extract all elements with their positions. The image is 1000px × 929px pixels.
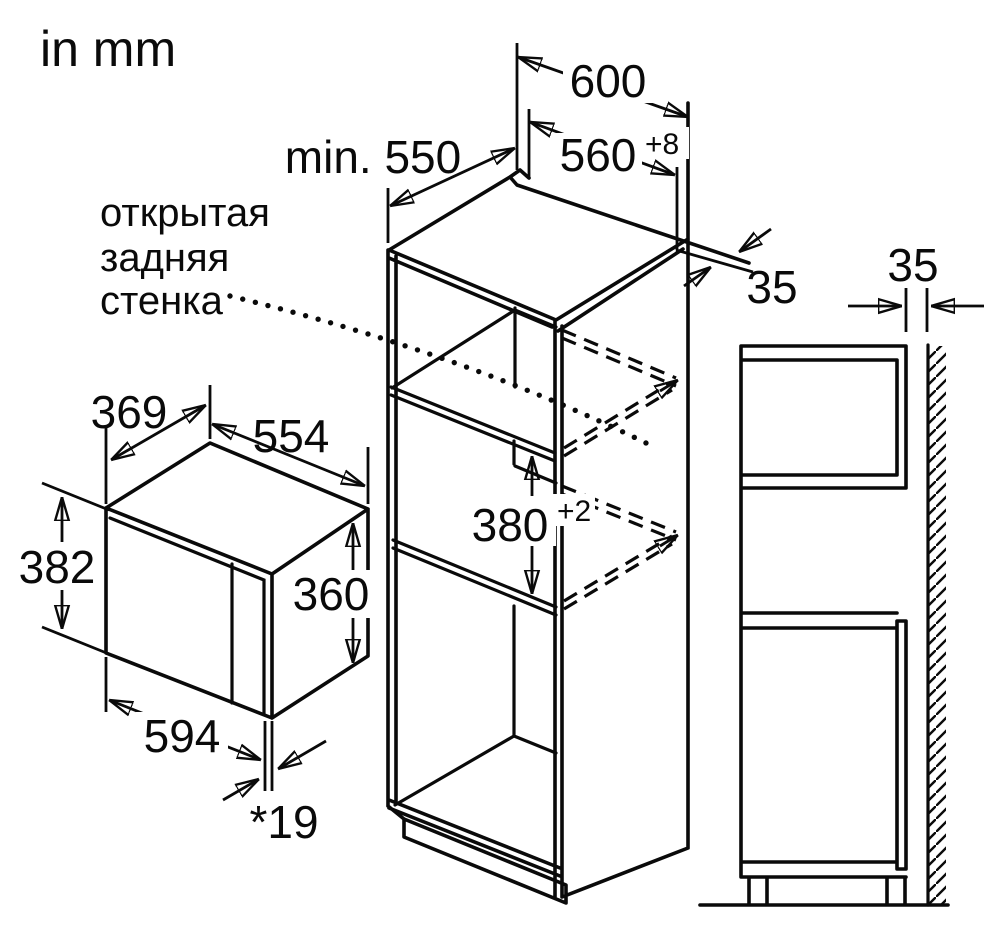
note-line-3: стенка [100, 279, 224, 323]
shelf-upper-insert-arrow [660, 380, 678, 391]
dim-cabinet-depth: min. 550 [285, 131, 515, 243]
dim-mw-front-width-label: 594 [144, 710, 221, 762]
dim-arrow-line [390, 148, 515, 206]
dim-door-projection: *19 [222, 721, 327, 848]
projection-arrow-lower [222, 779, 259, 802]
dim-niche-height-tolerance: +2 [557, 495, 591, 528]
dim-mw-body-height-label: 360 [293, 568, 370, 620]
gap-arrow-lower [683, 267, 711, 286]
dim-cabinet-width-label: 600 [570, 55, 647, 107]
note-line-2: задняя [100, 236, 229, 280]
dim-mw-total-height: 382 [10, 481, 110, 656]
microwave-outline [104, 441, 370, 720]
dim-ext-lines [904, 288, 929, 332]
shelf-extension-dashed-lines [561, 328, 677, 611]
note-open-back-wall: открытая задняя стенка [100, 191, 649, 446]
projection-arrow-upper [278, 739, 327, 769]
dim-mw-depth: 369 [91, 385, 212, 504]
dim-mw-total-height-label: 382 [19, 541, 96, 593]
label-backdrop [10, 542, 104, 590]
dim-iso-wall-gap-label: 35 [746, 261, 797, 313]
dim-ext-lines [41, 481, 110, 656]
label-backdrop [556, 133, 642, 177]
dotted-leader-line [227, 293, 649, 446]
dim-ext-lines [263, 721, 274, 791]
dim-niche-height-label: 380 [472, 499, 549, 551]
dim-iso-wall-gap: 35 [675, 227, 798, 313]
label-backdrop [286, 570, 376, 618]
side-view-outline [739, 344, 908, 906]
dim-side-wall-gap-label: 35 [887, 239, 938, 291]
dim-side-wall-gap: 35 [848, 239, 984, 332]
unit-label: in mm [40, 21, 176, 77]
label-backdrop [553, 494, 595, 526]
gap-arrow-upper [739, 227, 772, 252]
dim-mw-front-width: 594 [104, 657, 261, 762]
dim-niche-width-tolerance: +8 [645, 128, 679, 161]
label-backdrop [641, 127, 689, 159]
dim-cabinet-width: 600 [517, 43, 688, 170]
dim-niche-height: 380 +2 [464, 456, 595, 594]
dim-cabinet-depth-label: min. 550 [285, 131, 461, 183]
dim-mw-top-width: 554 [212, 410, 370, 504]
dim-mw-top-width-label: 554 [253, 410, 330, 462]
microwave-door-lines [108, 516, 266, 716]
cabinet-side-view [698, 343, 950, 907]
note-line-1: открытая [100, 191, 270, 235]
wall-reference-line [675, 248, 754, 274]
dim-mw-depth-label: 369 [91, 386, 168, 438]
dim-niche-width: 560 +8 [529, 109, 689, 250]
label-backdrop [563, 57, 653, 103]
shelf-lower-insert-arrow [660, 535, 678, 546]
wall-hatching [929, 346, 946, 905]
microwave-isometric [104, 441, 370, 720]
label-backdrop [464, 496, 556, 546]
dim-arrow-line [212, 424, 365, 486]
label-backdrop [136, 712, 228, 760]
dim-arrow-line [111, 405, 206, 460]
dim-door-projection-label: *19 [249, 796, 318, 848]
dim-mw-body-height: 360 [286, 523, 376, 663]
dim-niche-width-label: 560 [560, 129, 637, 181]
